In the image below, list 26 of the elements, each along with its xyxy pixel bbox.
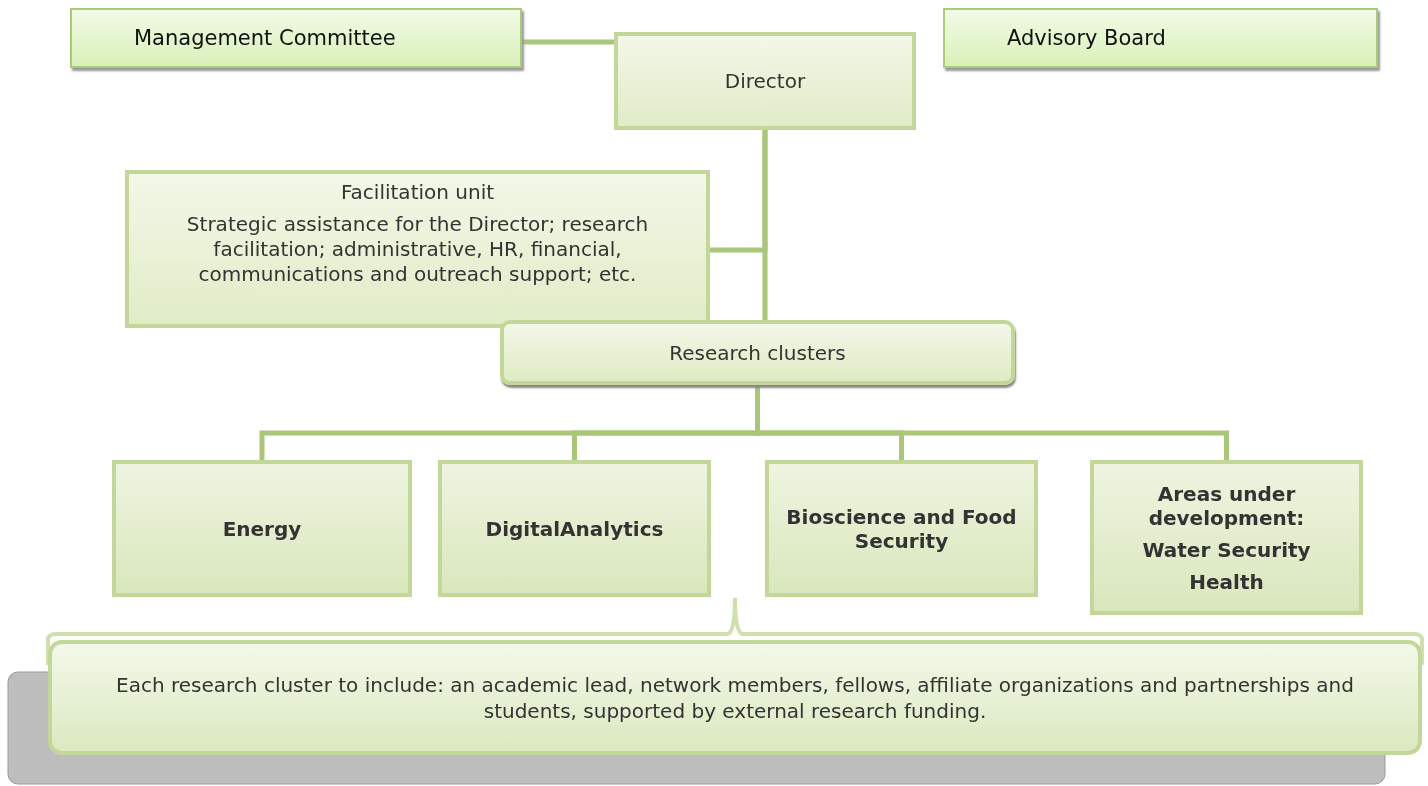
cluster-box — [1090, 460, 1363, 615]
node-title: Bioscience and Food Security — [785, 504, 1018, 553]
connector-line — [755, 385, 1229, 460]
cluster-box — [765, 460, 1038, 597]
node-title: Each research cluster to include: an academic lead, network members, fellows, affiliate organizations and partnerships and students, supported by external research funding. — [115, 671, 1355, 724]
node-title: DigitalAnalytics — [485, 516, 664, 541]
node-text: Strategic assistance for the Director; research facilitation; administrative, HR, financial, communications and outreach support; etc. — [185, 212, 650, 287]
header-box — [943, 8, 1378, 68]
connector-line — [522, 39, 614, 45]
node-title: Advisory Board — [1007, 26, 1166, 50]
node-title: Facilitation unit — [340, 180, 495, 204]
node-text: Health — [1189, 569, 1264, 594]
node-title: Director — [724, 69, 806, 93]
node-title: Areas under development: — [1147, 481, 1306, 530]
header-box — [70, 8, 522, 68]
node-title: Management Committee — [134, 26, 396, 50]
note-box — [48, 640, 1422, 755]
unit-box — [125, 170, 710, 328]
node-text: Water Security — [1142, 537, 1311, 562]
cluster-box — [112, 460, 412, 597]
node-title: Research clusters — [669, 340, 846, 365]
rounded-box — [500, 320, 1015, 385]
cluster-box — [438, 460, 711, 597]
node-title: Energy — [222, 516, 302, 541]
unit-box — [614, 32, 916, 130]
connector-line — [762, 130, 768, 320]
